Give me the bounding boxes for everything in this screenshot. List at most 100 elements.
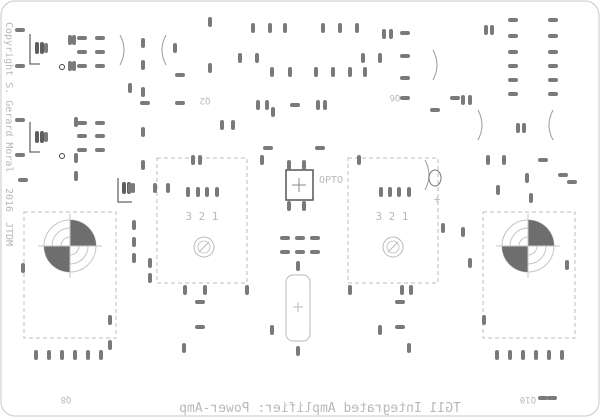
pad-152: [132, 237, 136, 247]
pad-86: [490, 25, 494, 35]
pad-44: [128, 83, 132, 93]
pad-40: [140, 101, 150, 105]
pad-18: [77, 64, 87, 68]
mounting-quadrant-right-1: [528, 220, 554, 246]
pad-95: [548, 50, 558, 54]
pad-127: [280, 250, 290, 254]
trimpot-left-pin-numbers: 3 2 1: [185, 210, 218, 223]
pad-141: [395, 325, 405, 329]
pad-168: [508, 350, 512, 360]
resistor-vertical: [285, 274, 311, 342]
q6-label: Q6: [390, 92, 401, 102]
pad-99: [516, 123, 520, 133]
pad-79: [400, 76, 410, 80]
pad-111: [205, 187, 209, 197]
pad-51: [238, 53, 242, 63]
pad-122: [287, 201, 291, 211]
pad-54: [288, 67, 292, 77]
capacitor-brackets: [119, 34, 554, 191]
pad-75: [382, 29, 386, 39]
pad-166: [99, 350, 103, 360]
pad-56: [331, 67, 335, 77]
trimpot-left-knob-inner: [197, 240, 211, 254]
heatsink-left-outline: [23, 211, 117, 339]
pad-150: [468, 258, 472, 268]
diode-polarity-sign: +: [434, 193, 441, 206]
pad-116: [407, 187, 411, 197]
pad-72: [357, 155, 361, 165]
pad-46: [268, 23, 272, 33]
pad-123: [302, 201, 306, 211]
pad-8: [15, 118, 25, 122]
trimpot-right: [347, 157, 439, 284]
pad-42: [208, 17, 212, 27]
pad-32: [74, 171, 78, 181]
cap-bracket-2: [161, 34, 167, 66]
heatsink-left: [23, 211, 117, 339]
pad-114: [388, 187, 392, 197]
pad-139: [195, 325, 205, 329]
pad-68: [315, 146, 325, 150]
heatsink-right-outline: [482, 211, 576, 339]
pad-38: [175, 73, 185, 77]
pad-21: [72, 35, 76, 45]
pad-27: [95, 134, 105, 138]
pad-169: [521, 350, 525, 360]
pad-156: [108, 340, 112, 350]
pad-161: [34, 350, 38, 360]
cap-bracket-3: [432, 49, 438, 81]
pad-6: [40, 131, 44, 143]
pad-58: [363, 67, 367, 77]
pad-117: [166, 183, 170, 193]
pin-1-marker: [59, 64, 65, 70]
pad-113: [379, 187, 383, 197]
pad-138: [195, 300, 205, 304]
pad-47: [283, 23, 287, 33]
pad-30: [74, 117, 78, 127]
pad-108: [529, 193, 533, 203]
pad-3: [15, 28, 25, 32]
pad-88: [508, 34, 518, 38]
pad-87: [508, 18, 518, 22]
pad-61: [256, 100, 260, 110]
pad-24: [77, 121, 87, 125]
pad-115: [397, 187, 401, 197]
pad-52: [255, 53, 259, 63]
connector-2-bracket: [29, 122, 40, 153]
pad-136: [400, 285, 404, 295]
pad-63: [271, 107, 275, 117]
pad-84: [468, 95, 472, 105]
board-title: TG11 Integrated Amplifier: Power-Amp: [179, 401, 461, 416]
trimpot-right-slot: [387, 241, 399, 253]
pad-93: [548, 18, 558, 22]
pad-137: [409, 285, 413, 295]
pad-110: [196, 187, 200, 197]
pad-102: [502, 155, 506, 165]
pad-49: [338, 23, 342, 33]
pad-53: [270, 67, 274, 77]
pad-98: [548, 92, 558, 96]
pad-66: [323, 100, 327, 110]
pad-112: [215, 187, 219, 197]
pad-120: [287, 160, 291, 170]
pad-107: [496, 185, 500, 195]
pad-64: [290, 103, 300, 107]
pad-76: [389, 29, 393, 39]
trimpot-right-outline: [347, 157, 439, 284]
trimpot-right-pin-numbers: 3 2 1: [375, 210, 408, 223]
pad-149: [461, 227, 465, 237]
pad-0: [35, 42, 39, 54]
pad-83: [461, 95, 465, 105]
pad-26: [77, 134, 87, 138]
mounting-quadrant-left-1: [70, 220, 96, 246]
pad-121: [302, 160, 306, 170]
pad-96: [548, 64, 558, 68]
pad-158: [482, 315, 486, 325]
pad-165: [86, 350, 90, 360]
year-text: 2016: [3, 188, 14, 212]
pad-4: [15, 64, 25, 68]
pad-147: [148, 273, 152, 283]
pad-125: [295, 236, 305, 240]
pad-78: [400, 54, 410, 58]
